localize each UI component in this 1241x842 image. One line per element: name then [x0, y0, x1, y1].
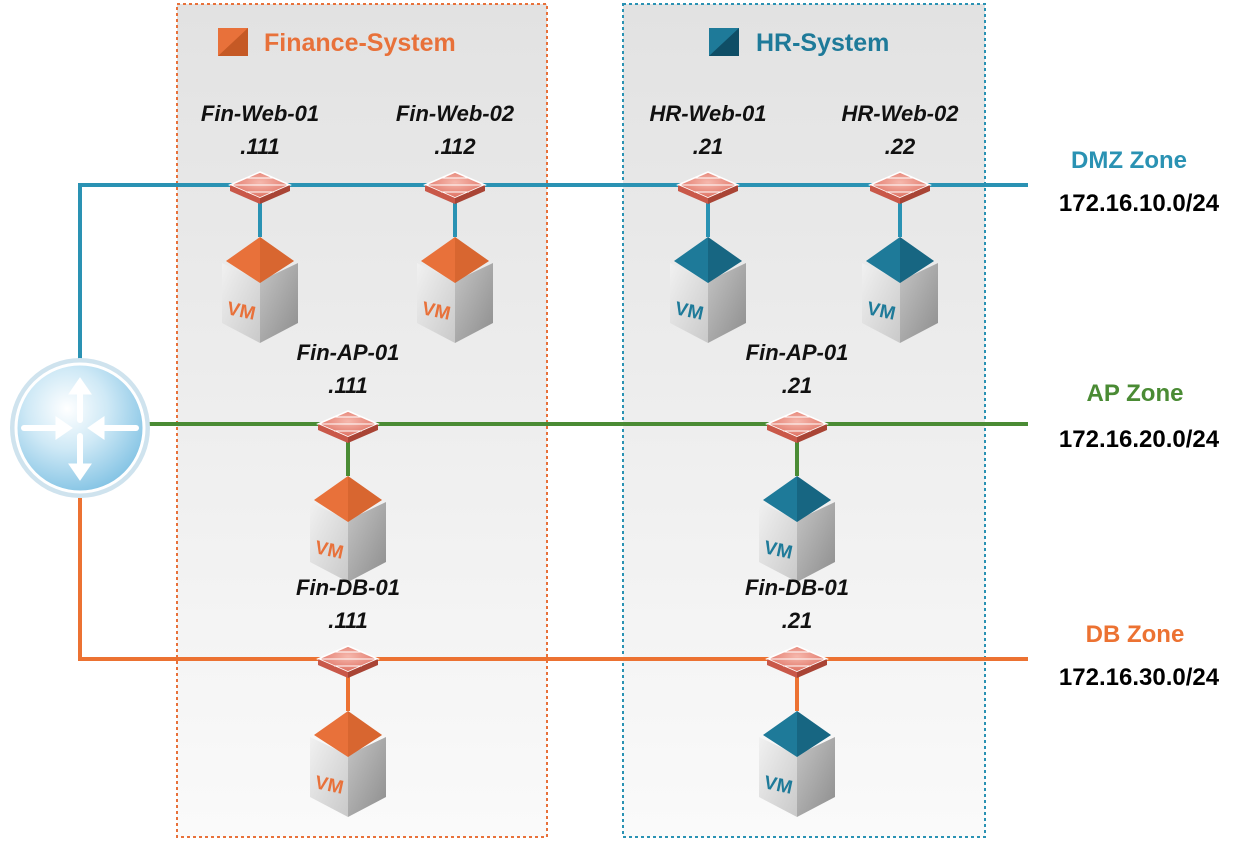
firewall-icon — [423, 171, 487, 204]
vm-cube-icon: VM — [417, 237, 493, 343]
hr-system-title: HR-System — [756, 29, 889, 57]
vm-cube-icon: VM — [759, 476, 835, 582]
vm-name-label: Fin-AP-01 — [297, 340, 400, 365]
zone-labels: DMZ Zone 172.16.10.0/24 AP Zone 172.16.2… — [1059, 147, 1220, 691]
vm-ip-label: .111 — [328, 608, 368, 633]
vm-ip-label: .21 — [782, 373, 813, 398]
db-network-line — [78, 498, 1028, 661]
vm-ip-label: .21 — [782, 608, 813, 633]
vm-ip-label: .111 — [328, 373, 368, 398]
vm-cube-icon: VM — [222, 237, 298, 343]
vm-name-label: Fin-AP-01 — [746, 340, 849, 365]
vm-name-label: Fin-Web-02 — [396, 101, 515, 126]
vm-cube-icon: VM — [670, 237, 746, 343]
firewall-icon — [765, 410, 829, 443]
vm-name-label: Fin-DB-01 — [745, 575, 849, 600]
db-zone-name: DB Zone — [1086, 621, 1185, 648]
vm-name-label: Fin-DB-01 — [296, 575, 400, 600]
vm-ip-label: .111 — [240, 134, 280, 159]
vm-ip-label: .112 — [434, 134, 476, 159]
blue-square-icon — [709, 28, 739, 56]
vm-ip-label: .22 — [885, 134, 916, 159]
firewall-icon — [316, 645, 380, 678]
router-icon — [10, 358, 150, 498]
vm-cube-icon: VM — [310, 476, 386, 582]
vm-ip-label: .21 — [693, 134, 724, 159]
finance-system-title: Finance-System — [264, 29, 456, 57]
ap-zone-name: AP Zone — [1087, 380, 1184, 407]
firewall-icon — [765, 645, 829, 678]
firewall-icon — [316, 410, 380, 443]
firewall-icon — [228, 171, 292, 204]
firewall-icon — [676, 171, 740, 204]
vm-name-label: HR-Web-01 — [650, 101, 767, 126]
vm-cube-icon: VM — [862, 237, 938, 343]
vm-cube-icon: VM — [759, 711, 835, 817]
dmz-zone-subnet: 172.16.10.0/24 — [1059, 190, 1220, 217]
vm-nodes: Fin-Web-01.111VMFin-Web-02.112VMHR-Web-0… — [201, 101, 959, 817]
firewall-icon — [868, 171, 932, 204]
vm-name-label: HR-Web-02 — [842, 101, 960, 126]
vm-name-label: Fin-Web-01 — [201, 101, 319, 126]
dmz-zone-name: DMZ Zone — [1071, 147, 1187, 174]
vm-cube-icon: VM — [310, 711, 386, 817]
ap-zone-subnet: 172.16.20.0/24 — [1059, 426, 1220, 453]
db-zone-subnet: 172.16.30.0/24 — [1059, 664, 1220, 691]
orange-square-icon — [218, 28, 248, 56]
